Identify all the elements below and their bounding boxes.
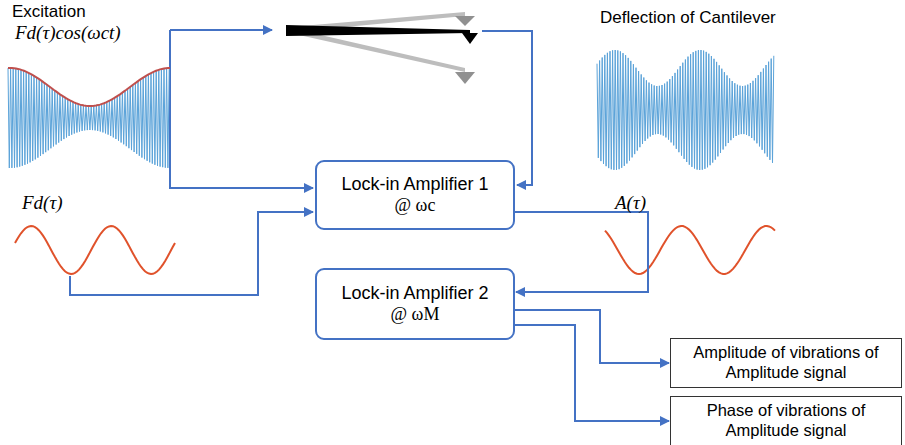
excitation-envelope [8, 68, 170, 106]
excitation-signal [8, 68, 169, 168]
box-subtitle: @ ωc [395, 195, 436, 216]
output-box: Amplitude of vibrations of Amplitude sig… [670, 338, 902, 388]
deflection-signal [597, 50, 774, 170]
lock-in-box: Lock-in Amplifier 2@ ωM [315, 268, 515, 340]
connector [515, 212, 648, 292]
box-subtitle: @ ωM [391, 304, 440, 325]
signal-title: Deflection of Cantilever [600, 8, 776, 28]
signal-formula: Fd(τ) [22, 192, 63, 214]
signal-title: Excitation [12, 2, 86, 22]
box-title: Amplitude of vibrations of Amplitude sig… [677, 343, 895, 383]
signal-formula: Fd(τ)cos(ωct) [15, 22, 121, 44]
signal-wires [70, 30, 532, 295]
amplitude-wave [605, 226, 775, 274]
cantilever [286, 12, 478, 84]
box-title: Lock-in Amplifier 2 [341, 283, 488, 304]
output-box: Phase of vibrations of Amplitude signal [670, 396, 902, 445]
lock-in-box: Lock-in Amplifier 1@ ωc [315, 160, 515, 230]
box-title: Phase of vibrations of Amplitude signal [677, 401, 895, 441]
box-title: Lock-in Amplifier 1 [341, 174, 488, 195]
signal-formula: A(τ) [615, 192, 646, 214]
connector [515, 310, 669, 363]
connector [515, 325, 669, 421]
modulation-wave [15, 226, 175, 274]
